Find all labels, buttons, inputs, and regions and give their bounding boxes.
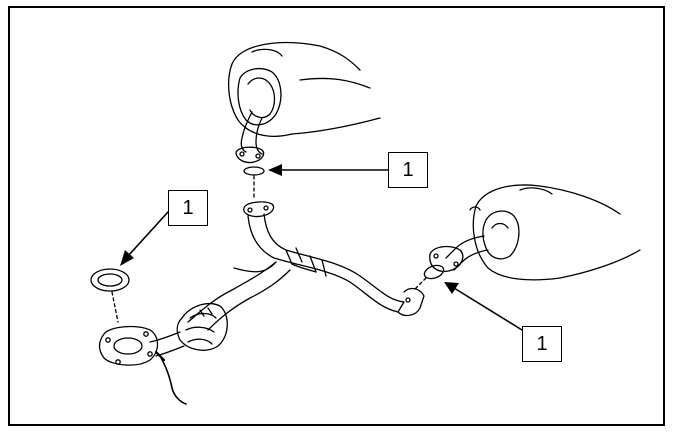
right-gasket: [423, 264, 445, 280]
right-pipe: [429, 206, 489, 273]
left-callout-arrow: [127, 211, 169, 257]
ypipe-top-flange: [243, 201, 275, 218]
callout-leaders: [120, 164, 523, 331]
upper-flange: [235, 146, 265, 164]
oxygen-sensor-wire: [159, 355, 187, 405]
upper-gasket: [243, 166, 265, 176]
converter-inlet: [98, 325, 185, 366]
left-arrowhead: [120, 250, 134, 266]
callout-left-gasket: 1: [168, 190, 208, 226]
top-arrowhead: [268, 164, 282, 176]
right-centerline: [413, 277, 427, 291]
left-centerline: [111, 291, 119, 323]
y-pipe: [247, 213, 425, 317]
front-pipe: [187, 261, 291, 331]
oxygen-sensor: [154, 350, 166, 362]
left-gasket: [90, 268, 130, 292]
callout-right-gasket: 1: [522, 326, 562, 362]
right-callout-arrow: [453, 287, 523, 331]
right-muffler: [472, 184, 641, 281]
callout-top-gasket: 1: [388, 152, 428, 188]
right-arrowhead: [444, 282, 459, 294]
upper-muffler: [227, 41, 381, 155]
